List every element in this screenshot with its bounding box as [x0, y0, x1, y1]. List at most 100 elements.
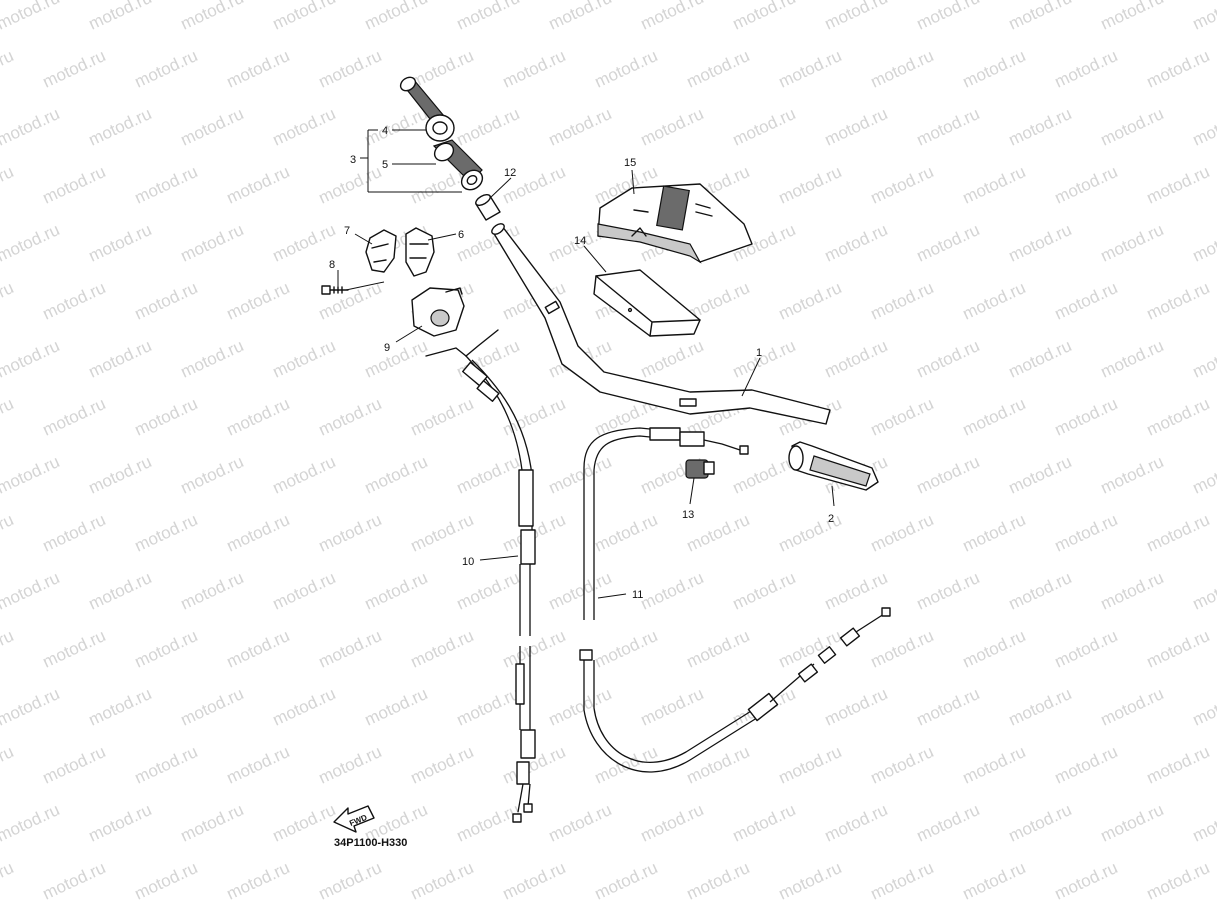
watermark-text: motod.ru — [592, 46, 661, 92]
watermark-text: motod.ru — [132, 742, 201, 788]
watermark-text: motod.ru — [1052, 858, 1121, 904]
watermark-text: motod.ru — [500, 394, 569, 440]
watermark-text: motod.ru — [362, 0, 431, 34]
throttle-cover — [411, 287, 465, 337]
watermark-text: motod.ru — [960, 394, 1029, 440]
watermark-text: motod.ru — [1098, 336, 1167, 382]
throttle-grip-assembly — [399, 76, 484, 191]
watermark-text: motod.ru — [132, 626, 201, 672]
watermark-text: motod.ru — [224, 626, 293, 672]
watermark-text: motod.ru — [868, 858, 937, 904]
watermark-text: motod.ru — [1190, 568, 1217, 614]
watermark-text: motod.ru — [960, 278, 1029, 324]
watermark-text: motod.ru — [408, 858, 477, 904]
watermark-text: motod.ru — [224, 394, 293, 440]
watermark-text: motod.ru — [224, 162, 293, 208]
watermark-text: motod.ru — [1144, 278, 1213, 324]
watermark-text: motod.ru — [914, 684, 983, 730]
watermark-text: motod.ru — [868, 46, 937, 92]
watermark-text: motod.ru — [362, 568, 431, 614]
watermark-text: motod.ru — [914, 452, 983, 498]
watermark-text: motod.ru — [1190, 800, 1217, 846]
watermark-text: motod.ru — [408, 626, 477, 672]
watermark-text: motod.ru — [0, 742, 16, 788]
watermark-text: motod.ru — [684, 46, 753, 92]
watermark-text: motod.ru — [1006, 684, 1075, 730]
watermark-text: motod.ru — [1006, 800, 1075, 846]
watermark-text: motod.ru — [0, 568, 62, 614]
watermark-text: motod.ru — [132, 858, 201, 904]
watermark-text: motod.ru — [132, 162, 201, 208]
callout-6: 6 — [458, 229, 464, 241]
watermark-text: motod.ru — [1190, 336, 1217, 382]
watermark-text: motod.ru — [178, 568, 247, 614]
watermark-text: motod.ru — [868, 278, 937, 324]
watermark-text: motod.ru — [0, 162, 16, 208]
watermark-text: motod.ru — [730, 568, 799, 614]
watermark-text: motod.ru — [362, 336, 431, 382]
watermark-text: motod.ru — [362, 452, 431, 498]
watermark-text: motod.ru — [1190, 0, 1217, 34]
watermark-text: motod.ru — [224, 46, 293, 92]
watermark-text: motod.ru — [1144, 626, 1213, 672]
watermark-text: motod.ru — [730, 452, 799, 498]
watermark-text: motod.ru — [132, 46, 201, 92]
watermark-text: motod.ru — [1144, 510, 1213, 556]
diagram-code: 34P1100-H330 — [334, 837, 407, 849]
callout-5: 5 — [382, 159, 388, 171]
watermark-text: motod.ru — [0, 858, 16, 904]
left-grip — [788, 441, 879, 491]
watermark-text: motod.ru — [776, 162, 845, 208]
watermark-text: motod.ru — [178, 104, 247, 150]
watermark-text: motod.ru — [86, 104, 155, 150]
watermark-text: motod.ru — [1144, 162, 1213, 208]
handlebar-pad-cover — [597, 183, 753, 264]
watermark-text: motod.ru — [822, 568, 891, 614]
handlebar — [491, 223, 831, 425]
watermark-text: motod.ru — [1052, 742, 1121, 788]
watermark-text: motod.ru — [0, 684, 62, 730]
watermark-text: motod.ru — [914, 800, 983, 846]
watermark-text: motod.ru — [592, 510, 661, 556]
watermark-text: motod.ru — [1098, 104, 1167, 150]
watermark-text: motod.ru — [178, 0, 247, 34]
watermark-text: motod.ru — [0, 220, 62, 266]
watermark-text: motod.ru — [270, 0, 339, 34]
watermark-text: motod.ru — [40, 858, 109, 904]
watermark-text: motod.ru — [1144, 46, 1213, 92]
watermark-text: motod.ru — [316, 394, 385, 440]
watermark-text: motod.ru — [316, 278, 385, 324]
watermark-text: motod.ru — [178, 452, 247, 498]
watermark-text: motod.ru — [868, 394, 937, 440]
watermark-text: motod.ru — [776, 510, 845, 556]
callout-10: 10 — [462, 556, 474, 568]
watermark-text: motod.ru — [270, 336, 339, 382]
watermark-text: motod.ru — [1144, 742, 1213, 788]
watermark-text: motod.ru — [270, 684, 339, 730]
watermark-text: motod.ru — [0, 800, 62, 846]
callout-12: 12 — [504, 167, 516, 179]
watermark-text: motod.ru — [454, 684, 523, 730]
watermark-text: motod.ru — [86, 452, 155, 498]
watermark-text: motod.ru — [40, 742, 109, 788]
watermark-text: motod.ru — [960, 858, 1029, 904]
watermark-text: motod.ru — [362, 684, 431, 730]
watermark-text: motod.ru — [40, 510, 109, 556]
watermark-text: motod.ru — [0, 394, 16, 440]
watermark-text: motod.ru — [454, 800, 523, 846]
watermark-text: motod.ru — [86, 0, 155, 34]
callout-2: 2 — [828, 513, 834, 525]
watermark-text: motod.ru — [1006, 0, 1075, 34]
watermark-text: motod.ru — [914, 568, 983, 614]
watermark-text: motod.ru — [730, 104, 799, 150]
watermark-text: motod.ru — [1190, 220, 1217, 266]
watermark-text: motod.ru — [914, 104, 983, 150]
watermark-text: motod.ru — [1052, 394, 1121, 440]
watermark-text: motod.ru — [40, 394, 109, 440]
watermark-text: motod.ru — [1098, 0, 1167, 34]
watermark-text: motod.ru — [684, 858, 753, 904]
watermark-text: motod.ru — [178, 684, 247, 730]
watermark-text: motod.ru — [1098, 568, 1167, 614]
